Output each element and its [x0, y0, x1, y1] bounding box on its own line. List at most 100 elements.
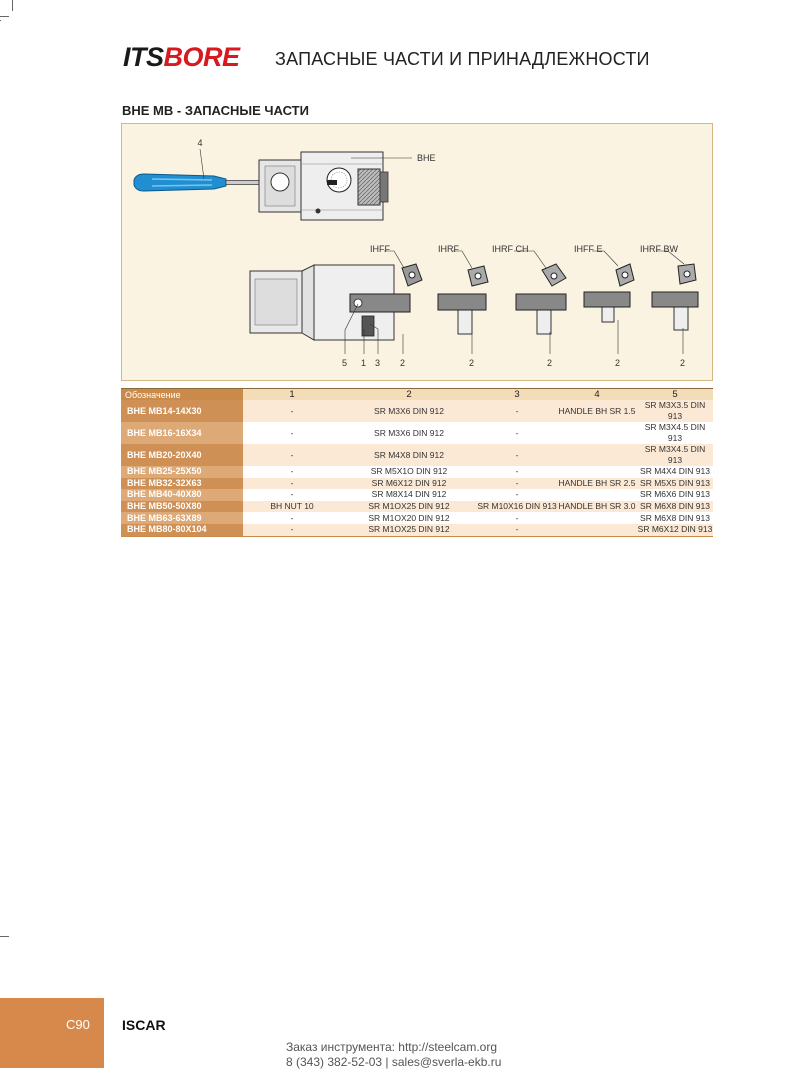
table-cell: -: [477, 523, 557, 537]
table-cell: -: [243, 422, 341, 444]
table-cell: [557, 444, 637, 466]
table-cell: SR M5X5 DIN 913: [637, 477, 713, 490]
itsbore-logo: ITSBORE: [123, 42, 240, 72]
crop-mark: [0, 20, 1, 21]
screwdriver-icon: [133, 173, 287, 192]
column-header: 2: [341, 388, 477, 400]
table-cell: -: [477, 489, 557, 501]
table-row: BHE MB80-80X104 - SR M1OX25 DIN 912 - SR…: [121, 523, 713, 537]
table-cell: -: [243, 477, 341, 490]
table-cell: [557, 422, 637, 444]
footer-accent-box: [0, 998, 104, 1068]
table-cell: [557, 512, 637, 524]
table-cell: -: [477, 444, 557, 466]
logo-its: ITS: [123, 42, 164, 72]
label-ihrf-bw: IHRF BW: [640, 244, 679, 254]
table-row: BHE MB50-50X80 BH NUT 10 SR M1OX25 DIN 9…: [121, 500, 713, 513]
boring-head-icon: [249, 263, 423, 341]
column-header: 3: [477, 388, 557, 400]
table-cell: BH NUT 10: [243, 500, 341, 513]
table-cell: [557, 523, 637, 537]
page-number: C90: [66, 1017, 90, 1032]
crop-mark: [0, 16, 9, 17]
label-ihrf-ch: IHRF CH: [492, 244, 529, 254]
insert-ihrf-ch-icon: [515, 263, 567, 335]
table-cell: SR M6X8 DIN 913: [637, 512, 713, 524]
table-cell: -: [243, 489, 341, 501]
label-ihff: IHFF: [370, 244, 390, 254]
table-row: BHE MB20-20X40 - SR M4X8 DIN 912 - SR M3…: [121, 444, 713, 466]
table-cell: SR M1OX25 DIN 912: [341, 500, 477, 513]
table-cell: BHE MB14-14X30: [121, 400, 243, 422]
label-2: 2: [469, 358, 474, 368]
table-cell: BHE MB80-80X104: [121, 523, 243, 537]
table-cell: HANDLE BH SR 2.5: [557, 477, 637, 490]
label-bhe: BHE: [417, 153, 436, 163]
table-cell: -: [243, 444, 341, 466]
table-cell: -: [243, 523, 341, 537]
table-cell: BHE MB20-20X40: [121, 444, 243, 466]
table-cell: HANDLE BH SR 1.5: [557, 400, 637, 422]
table-cell: SR M3X4.5 DIN 913: [637, 444, 713, 466]
table-row: BHE MB40-40X80 - SR M8X14 DIN 912 - SR M…: [121, 489, 713, 501]
label-2: 2: [615, 358, 620, 368]
table-cell: SR M6X12 DIN 912: [341, 477, 477, 490]
table-row: BHE MB16-16X34 - SR M3X6 DIN 912 - SR M3…: [121, 422, 713, 444]
table-cell: SR M3X4.5 DIN 913: [637, 422, 713, 444]
table-cell: SR M8X14 DIN 912: [341, 489, 477, 501]
table-cell: SR M1OX20 DIN 912: [341, 512, 477, 524]
table-cell: [557, 489, 637, 501]
contact-line[interactable]: 8 (343) 382-52-03 | sales@sverla-ekb.ru: [286, 1055, 502, 1069]
bhe-head-icon: [258, 151, 389, 221]
table-row: BHE MB14-14X30 - SR M3X6 DIN 912 - HANDL…: [121, 400, 713, 422]
section-title: BHE MB - ЗАПАСНЫЕ ЧАСТИ: [122, 103, 309, 118]
parts-diagram: 4 BHE: [121, 123, 713, 381]
table-cell: SR M3X6 DIN 912: [341, 422, 477, 444]
table-cell: BHE MB25-25X50: [121, 466, 243, 478]
table-cell: SR M1OX25 DIN 912: [341, 523, 477, 537]
spare-parts-table: Обозначение 1 2 3 4 5 BHE MB14-14X30 - S…: [121, 388, 713, 537]
column-header: 1: [243, 388, 341, 400]
table-cell: SR M10X16 DIN 913: [477, 500, 557, 513]
table-cell: -: [243, 400, 341, 422]
label-ihff-e: IHFF E: [574, 244, 603, 254]
table-row: BHE MB25-25X50 - SR M5X1O DIN 912 - SR M…: [121, 466, 713, 478]
table-cell: BHE MB63-63X89: [121, 512, 243, 524]
table-cell: -: [477, 512, 557, 524]
table-cell: BHE MB40-40X80: [121, 489, 243, 501]
page-title: ЗАПАСНЫЕ ЧАСТИ И ПРИНАДЛЕЖНОСТИ: [275, 49, 650, 69]
table-cell: -: [477, 466, 557, 478]
insert-ihrf-bw-icon: [651, 263, 699, 331]
insert-ihrf-icon: [437, 265, 489, 335]
crop-mark: [0, 936, 9, 937]
table-header-row: Обозначение 1 2 3 4 5: [121, 388, 713, 400]
table-cell: SR M3X6 DIN 912: [341, 400, 477, 422]
table-cell: BHE MB16-16X34: [121, 422, 243, 444]
table-cell: SR M6X6 DIN 913: [637, 489, 713, 501]
column-header: 4: [557, 388, 637, 400]
label-ihrf: IHRF: [438, 244, 459, 254]
table-cell: [557, 466, 637, 478]
label-1: 1: [361, 358, 366, 368]
table-cell: -: [477, 422, 557, 444]
label-3: 3: [375, 358, 380, 368]
table-cell: SR M6X8 DIN 913: [637, 500, 713, 513]
label-2: 2: [547, 358, 552, 368]
table-cell: SR M4X4 DIN 913: [637, 466, 713, 478]
table-cell: HANDLE BH SR 3.0: [557, 500, 637, 513]
table-row: BHE MB63-63X89 - SR M1OX20 DIN 912 - SR …: [121, 512, 713, 524]
table-cell: SR M5X1O DIN 912: [341, 466, 477, 478]
table-cell: -: [243, 512, 341, 524]
column-header: 5: [637, 388, 713, 400]
order-info: Заказ инструмента: http://steelcam.org 8…: [286, 1040, 501, 1070]
order-link[interactable]: Заказ инструмента: http://steelcam.org: [286, 1040, 498, 1054]
logo-bore: BORE: [163, 42, 241, 72]
brand-name: ISCAR: [122, 1017, 166, 1033]
crop-mark: [12, 0, 13, 11]
table-cell: -: [243, 466, 341, 478]
table-cell: SR M6X12 DIN 913: [637, 523, 713, 537]
parts-drawing: 4 BHE: [133, 138, 699, 368]
table-cell: BHE MB50-50X80: [121, 500, 243, 513]
table-cell: -: [477, 477, 557, 490]
table-cell: SR M4X8 DIN 912: [341, 444, 477, 466]
